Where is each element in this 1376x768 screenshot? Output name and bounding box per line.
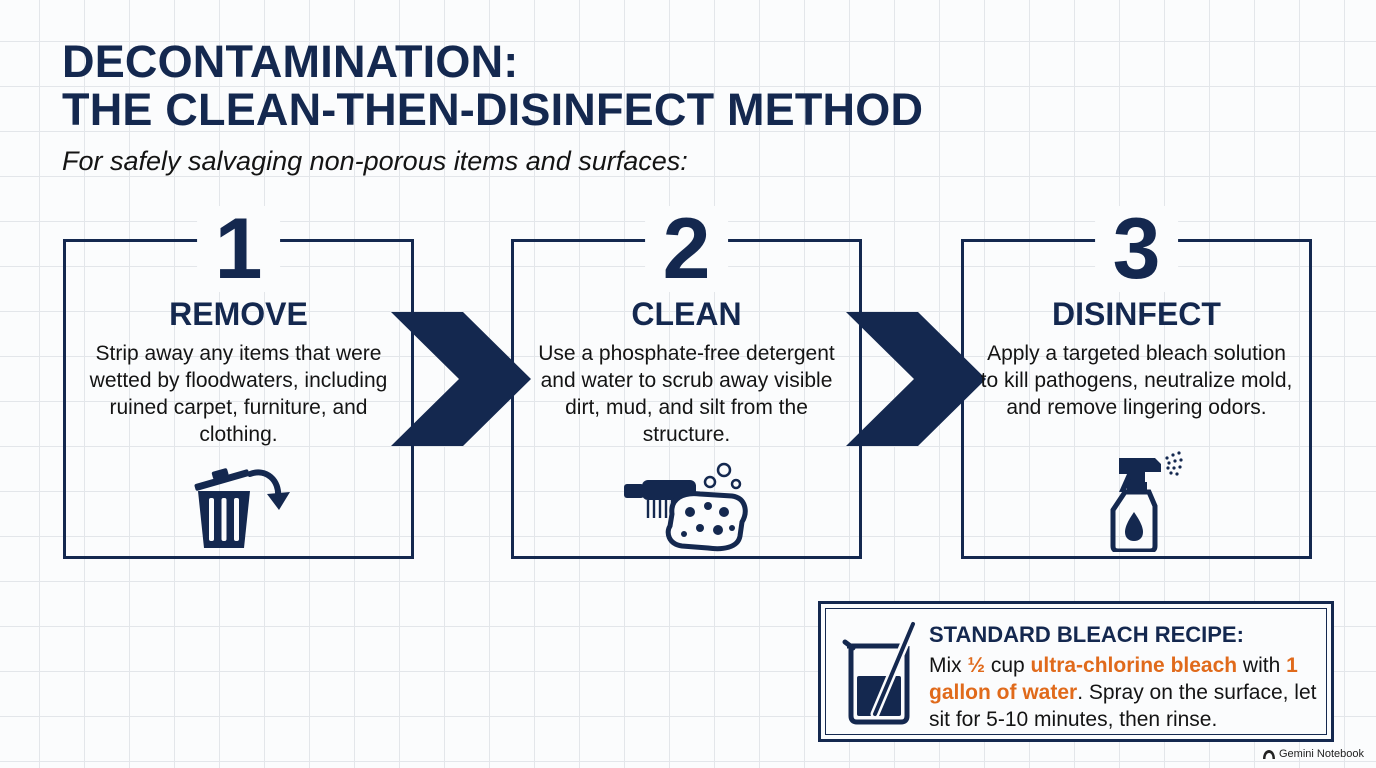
page-subtitle: For safely salvaging non-porous items an… bbox=[62, 146, 688, 176]
step-heading: CLEAN bbox=[631, 296, 742, 332]
step-heading: DISINFECT bbox=[1052, 296, 1221, 332]
chevron-right-icon bbox=[391, 312, 531, 446]
recipe-bleach-type: ultra-chlorine bleach bbox=[1030, 654, 1238, 677]
beaker-stir-icon bbox=[842, 620, 918, 725]
bleach-recipe-card: STANDARD BLEACH RECIPE: Mix ½ cup ultra-… bbox=[818, 601, 1334, 742]
step-description: Use a phosphate-free detergent and water… bbox=[538, 342, 835, 446]
step-number: 1 bbox=[196, 206, 281, 292]
step-card-remove: 1 REMOVE Strip away any items that were … bbox=[63, 206, 414, 559]
brush-sponge-icon bbox=[623, 462, 748, 552]
step-number: 2 bbox=[644, 206, 729, 292]
recipe-water-amount: 1 gallon of water bbox=[929, 654, 1298, 704]
notebook-logo-icon bbox=[1263, 749, 1275, 759]
step-heading: REMOVE bbox=[169, 296, 308, 332]
step-description: Strip away any items that were wetted by… bbox=[89, 342, 388, 446]
title-line-2: THE CLEAN-THEN-DISINFECT METHOD bbox=[62, 84, 924, 135]
recipe-instructions: Mix ½ cup ultra-chlorine bleach with 1 g… bbox=[929, 652, 1329, 733]
trash-can-arrow-icon bbox=[194, 468, 290, 548]
title-line-1: DECONTAMINATION: bbox=[62, 36, 519, 87]
page-title: DECONTAMINATION: THE CLEAN-THEN-DISINFEC… bbox=[62, 38, 923, 134]
chevron-right-icon bbox=[846, 312, 986, 446]
recipe-text: . Spray on the surface, let sit for 5-10… bbox=[929, 681, 1317, 731]
recipe-text: Mix bbox=[929, 654, 968, 677]
step-card-clean: 2 CLEAN Use a phosphate-free detergent a… bbox=[511, 206, 862, 559]
step-description: Apply a targeted bleach solution to kill… bbox=[980, 342, 1293, 419]
step-card-disinfect: 3 DISINFECT Apply a targeted bleach solu… bbox=[961, 206, 1312, 559]
step-number: 3 bbox=[1094, 206, 1179, 292]
recipe-text: cup bbox=[985, 654, 1031, 677]
watermark: Gemini Notebook bbox=[1263, 748, 1364, 760]
recipe-text: with bbox=[1237, 654, 1287, 677]
spray-bottle-icon bbox=[1110, 451, 1183, 552]
recipe-title: STANDARD BLEACH RECIPE: bbox=[929, 622, 1244, 647]
recipe-amount: ½ bbox=[967, 654, 986, 677]
watermark-text: Gemini Notebook bbox=[1279, 748, 1364, 760]
